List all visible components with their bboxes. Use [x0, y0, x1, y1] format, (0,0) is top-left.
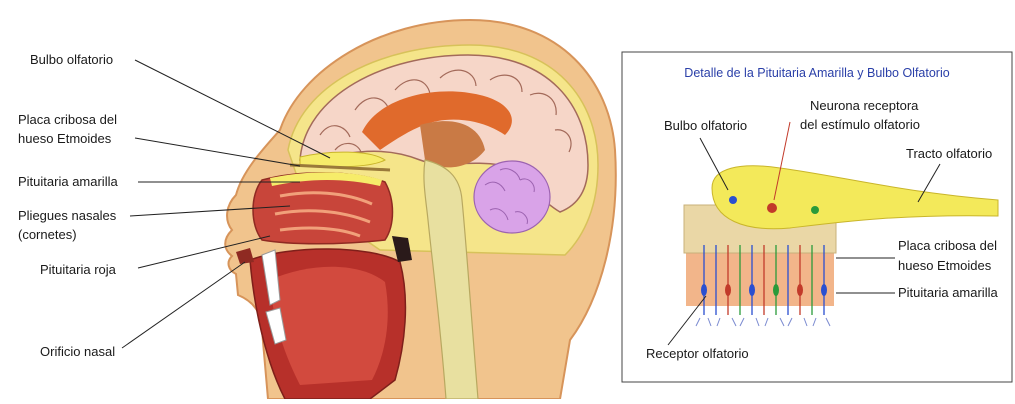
- detail-title: Detalle de la Pituitaria Amarilla y Bulb…: [684, 66, 949, 80]
- detail-label-pituitaria: Pituitaria amarilla: [898, 285, 998, 300]
- leader-orificio: [122, 262, 245, 348]
- label-pituitaria-roja: Pituitaria roja: [40, 262, 117, 277]
- detail-label-receptor: Receptor olfatorio: [646, 346, 749, 361]
- label-pliegues-2: (cornetes): [18, 227, 77, 242]
- label-pituitaria-amarilla: Pituitaria amarilla: [18, 174, 118, 189]
- detail-label-placa-1: Placa cribosa del: [898, 238, 997, 253]
- head-section: [225, 20, 616, 399]
- label-placa-cribosa-2: hueso Etmoides: [18, 131, 112, 146]
- label-pliegues-1: Pliegues nasales: [18, 208, 117, 223]
- cerebellum: [474, 161, 550, 233]
- label-orificio-nasal: Orificio nasal: [40, 344, 115, 359]
- detail-label-bulbo: Bulbo olfatorio: [664, 118, 747, 133]
- detail-label-placa-2: hueso Etmoides: [898, 258, 992, 273]
- detail-panel: Detalle de la Pituitaria Amarilla y Bulb…: [622, 52, 1012, 382]
- label-placa-cribosa-1: Placa cribosa del: [18, 112, 117, 127]
- label-bulbo-olfatorio: Bulbo olfatorio: [30, 52, 113, 67]
- detail-label-tracto: Tracto olfatorio: [906, 146, 992, 161]
- detail-label-neurona-2: del estímulo olfatorio: [800, 117, 920, 132]
- detail-label-neurona-1: Neurona receptora: [810, 98, 919, 113]
